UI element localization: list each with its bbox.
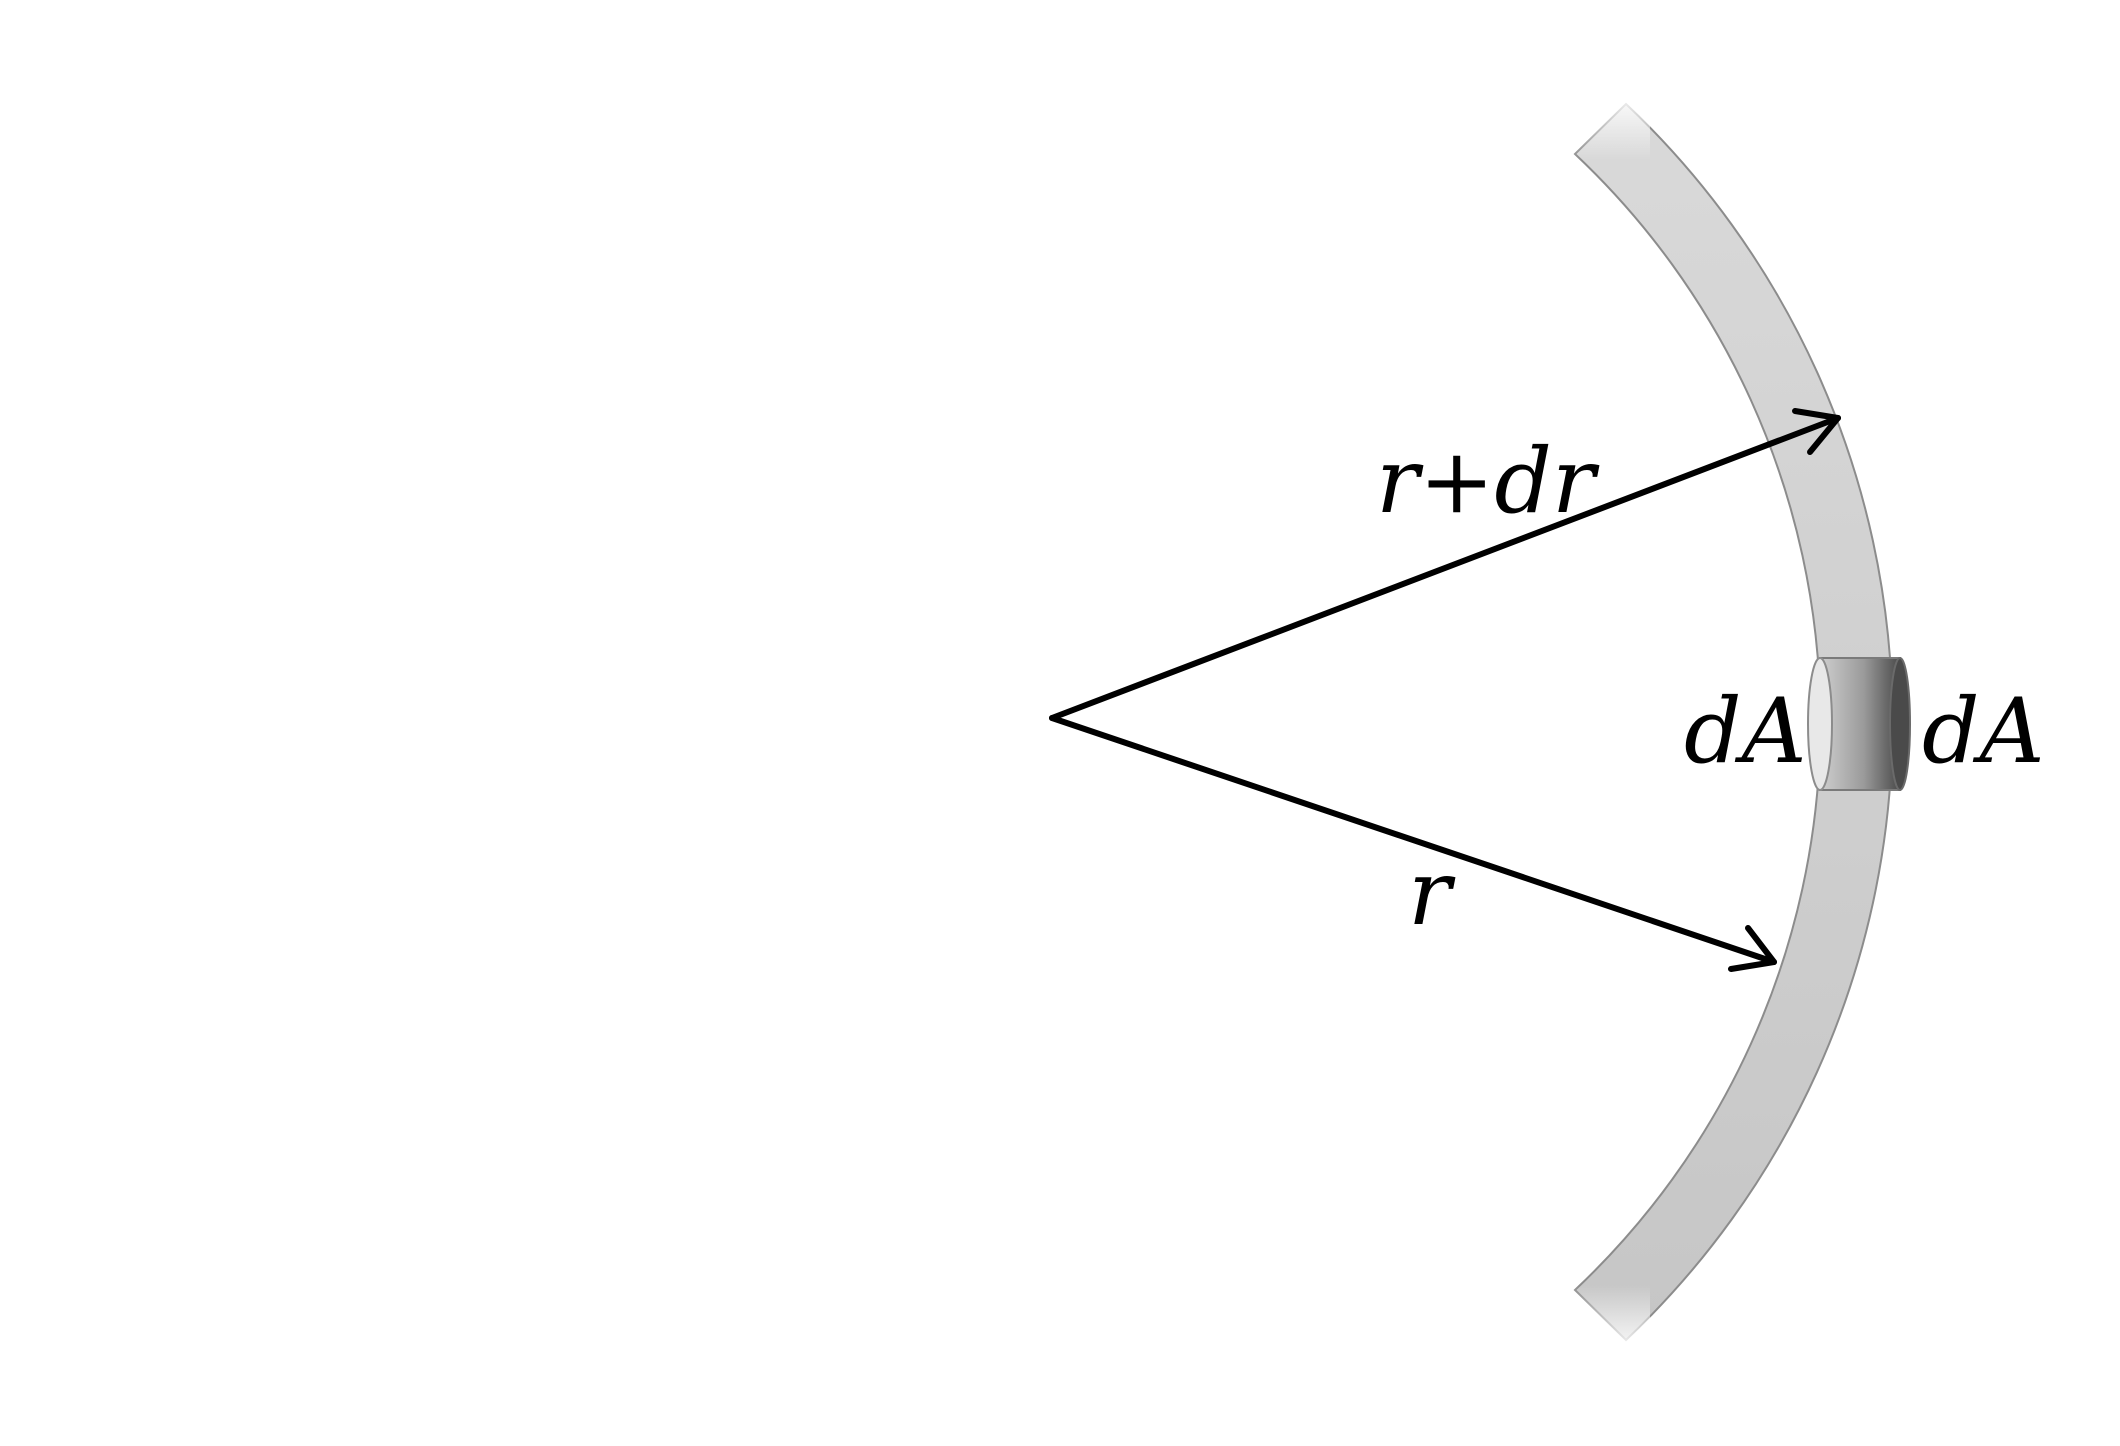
outer-area-label: dA — [1922, 679, 2045, 784]
volume-element-inner-cap — [1807, 657, 1833, 791]
volume-element-outer-cap — [1889, 657, 1911, 791]
outer-radius-arrowhead — [1792, 408, 1841, 455]
shell-fade-bottom — [1560, 1285, 1650, 1355]
outer-radius-arrow-shaft — [1049, 415, 1841, 721]
radius-vectors — [1049, 408, 1841, 972]
shell-fade-top — [1560, 90, 1650, 160]
inner-radius-label: r — [1408, 841, 1456, 946]
inner-radius-arrowhead — [1728, 925, 1777, 972]
outer-radius-label: r+dr — [1376, 429, 1600, 534]
volume-element — [1807, 657, 1911, 791]
inner-area-label: dA — [1684, 679, 1807, 784]
inner-radius-arrow-shaft — [1049, 715, 1777, 965]
